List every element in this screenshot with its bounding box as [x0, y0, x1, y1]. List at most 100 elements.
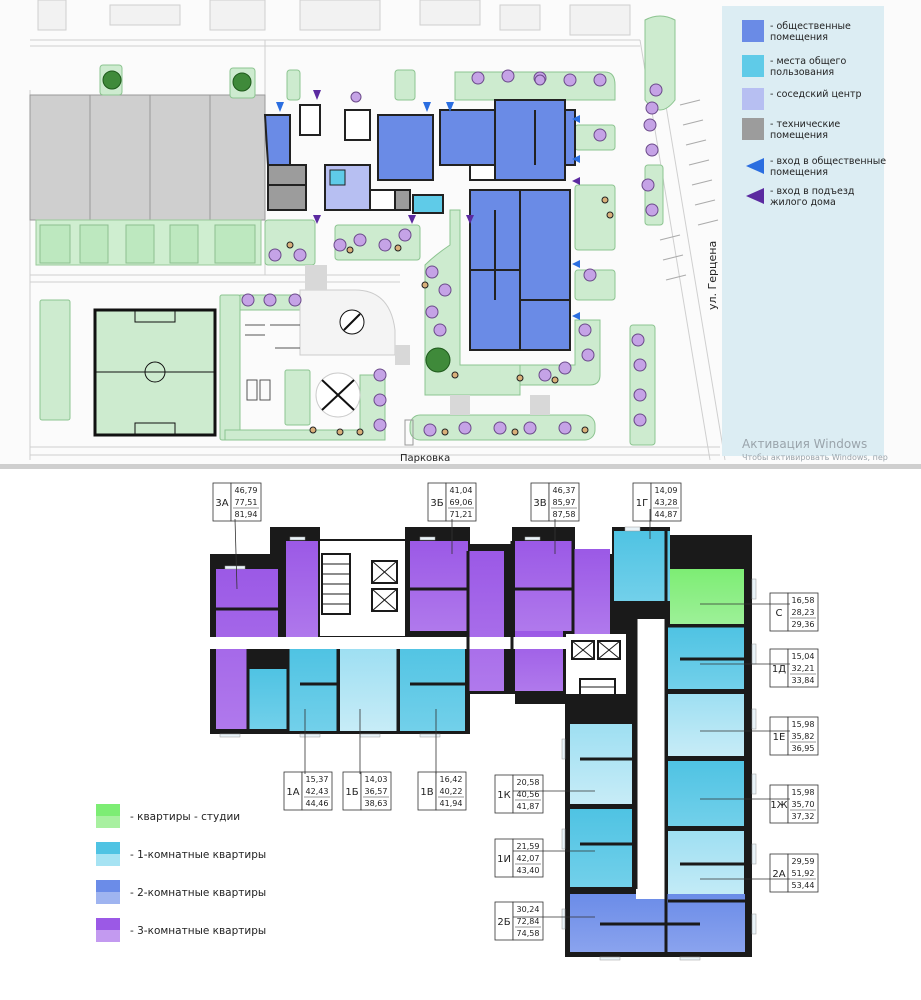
apartment-area: 40,56 — [517, 790, 540, 799]
apartment-code: 1Д — [772, 664, 786, 675]
main-building — [263, 99, 576, 351]
legend-swatch — [742, 88, 764, 110]
apartment-area: 74,58 — [517, 929, 540, 938]
apartment-area: 16,58 — [792, 596, 815, 605]
apartment-area: 42,07 — [517, 854, 540, 863]
apartment-area: 87,58 — [553, 510, 576, 519]
roads — [29, 39, 726, 461]
parking-label: Парковка — [400, 453, 450, 464]
apartment-area: 38,63 — [365, 799, 388, 808]
apartment-area: 21,59 — [517, 842, 540, 851]
leader-lines — [234, 509, 790, 918]
apartment-code: 1А — [286, 787, 299, 798]
legend-label: помещения — [770, 130, 828, 141]
apartment-area: 41,94 — [440, 799, 463, 808]
apartment-area: 29,59 — [792, 857, 815, 866]
legend-entrance-icon — [746, 158, 764, 174]
apartment-area: 81,94 — [235, 510, 258, 519]
legend-swatch — [742, 118, 764, 140]
panel-divider — [0, 464, 921, 469]
floor-legend-label: - 2-комнатные квартиры — [130, 887, 266, 899]
apartment-code: 1К — [497, 790, 510, 801]
apartment-code: С — [776, 608, 783, 619]
apartment-area: 40,22 — [440, 787, 463, 796]
playground — [245, 265, 550, 418]
apartment-area: 15,98 — [792, 788, 815, 797]
apartment-code: 2А — [772, 869, 785, 880]
legend-entrance-icon — [746, 188, 764, 204]
parking-marker: Парковка — [400, 419, 450, 464]
apartment-code: 1Е — [773, 732, 786, 743]
legend-swatch — [742, 55, 764, 77]
parking-stalls — [659, 99, 719, 281]
apartment-area: 46,37 — [553, 486, 576, 495]
apartment-area: 37,32 — [792, 812, 815, 821]
apartment-area: 51,92 — [792, 869, 815, 878]
legend-label: пользования — [770, 67, 834, 78]
legend-label: жилого дома — [770, 197, 836, 208]
floor-legend-swatch — [96, 918, 120, 930]
floor-legend-label: - 3-комнатные квартиры — [130, 925, 266, 937]
trees — [102, 69, 663, 437]
legend-label: помещения — [770, 167, 828, 178]
apartment-area: 42,43 — [306, 787, 329, 796]
legend-swatch — [742, 20, 764, 42]
floor-legend-swatch — [96, 842, 120, 854]
apartment-code: 1Б — [345, 787, 358, 798]
apartment-code: 3В — [533, 498, 546, 509]
apartment-area: 46,79 — [235, 486, 258, 495]
entrance-markers — [276, 90, 580, 320]
apartment-code: 1Ж — [770, 800, 787, 811]
floor-legend-swatch-light — [96, 930, 120, 942]
interior-walls — [216, 531, 752, 957]
apartment-labels: 3А46,7977,5181,943Б41,0469,0671,213В46,3… — [212, 482, 819, 941]
apartment-area: 14,03 — [365, 775, 388, 784]
floor-legend-swatch — [96, 804, 120, 816]
apartment-area: 53,44 — [792, 881, 815, 890]
floor-legend-label: - квартиры - студии — [130, 811, 240, 823]
floor-legend-swatch-light — [96, 892, 120, 904]
apartment-area: 15,37 — [306, 775, 329, 784]
floor-plan-svg: 3А46,7977,5181,943Б41,0469,0671,213В46,3… — [96, 482, 819, 961]
apartment-code: 3Б — [430, 498, 443, 509]
legend-label: - места общего — [770, 56, 847, 67]
apartment-area: 32,21 — [792, 664, 815, 673]
apartment-area: 33,84 — [792, 676, 815, 685]
legend-label: помещения — [770, 32, 828, 43]
apartment-area: 71,21 — [450, 510, 473, 519]
legend-label: - общественные — [770, 21, 851, 32]
football-field — [93, 308, 217, 437]
apartment-code: 1И — [497, 854, 511, 865]
floor-legend-swatch — [96, 880, 120, 892]
apartment-area: 72,84 — [517, 917, 540, 926]
apartment-area: 35,82 — [792, 732, 815, 741]
apartment-area: 15,98 — [792, 720, 815, 729]
apartment-code: 1В — [420, 787, 433, 798]
apartment-label-8: 2А 29,59 51,92 53,44 — [769, 853, 819, 893]
apartment-code: 2Б — [497, 917, 510, 928]
apartment-code: 3А — [215, 498, 228, 509]
apartment-area: 29,36 — [792, 620, 815, 629]
apartment-area: 44,46 — [306, 799, 329, 808]
site-plan-svg: ул. Герцена Парковка - общественныепомещ… — [29, 0, 888, 464]
floor-legend-swatch-light — [96, 816, 120, 828]
apartment-area: 15,04 — [792, 652, 815, 661]
apartment-area: 41,87 — [517, 802, 540, 811]
apartment-area: 69,06 — [450, 498, 473, 507]
floor-legend: - квартиры - студии- 1-комнатные квартир… — [96, 804, 266, 942]
watermark-subtitle: Чтобы активировать Windows, пер — [742, 453, 888, 462]
apartment-label-5: 1Д 15,04 32,21 33,84 — [769, 648, 819, 688]
apartment-area: 85,97 — [553, 498, 576, 507]
